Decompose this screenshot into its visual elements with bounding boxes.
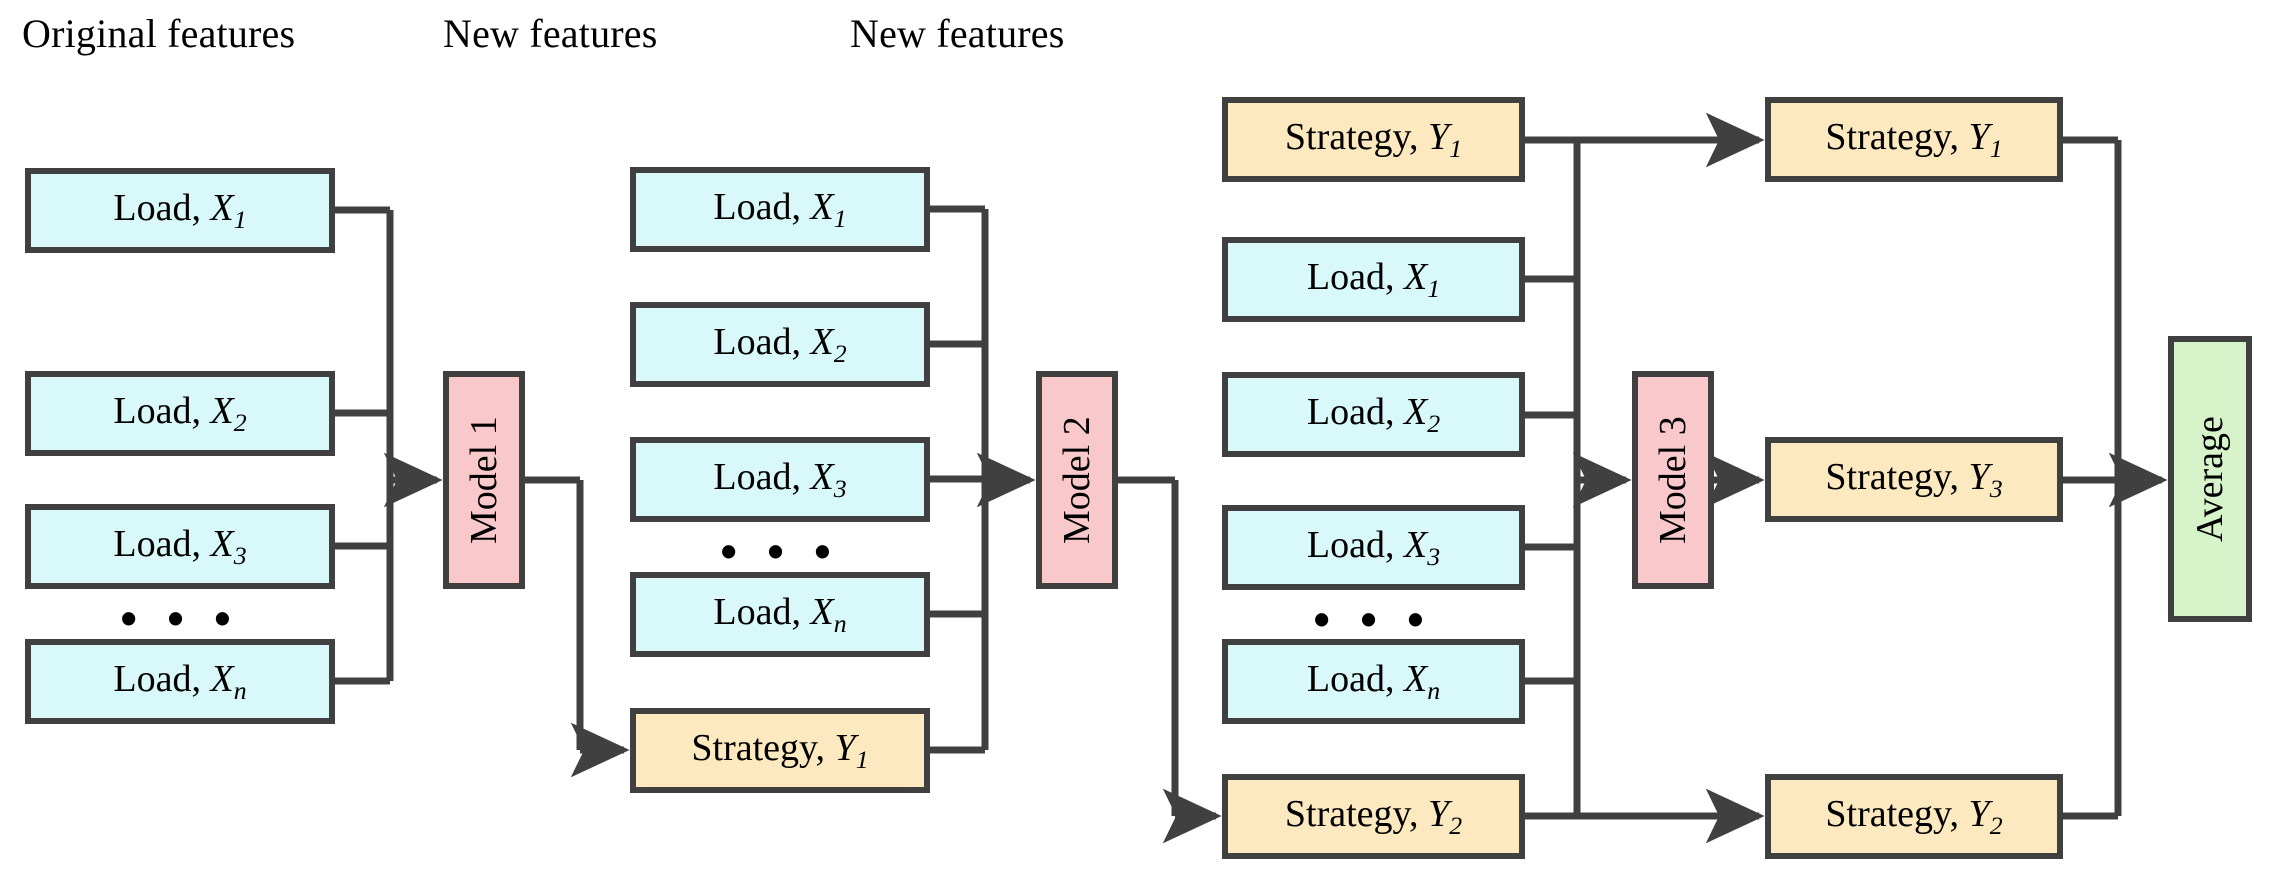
col3-strategy-y1-label: Strategy, xyxy=(1284,116,1429,159)
col3-load-xn-sub: n xyxy=(1427,675,1441,705)
col3-load-x2-box[interactable]: Load, X2 xyxy=(1222,372,1525,457)
output-strategy-y3-box[interactable]: Strategy, Y3 xyxy=(1765,437,2063,522)
col3-load-xn-var: X xyxy=(1403,658,1428,701)
output-strategy-y1-label: Strategy, xyxy=(1825,116,1969,159)
col3-load-xn-label: Load, xyxy=(1306,658,1404,701)
output-strategy-y3-sub: 3 xyxy=(1989,473,2003,503)
col3-load-x2-label: Load, xyxy=(1306,391,1404,434)
col3-load-x1-sub: 1 xyxy=(1427,273,1441,303)
col1-load-xn-sub: n xyxy=(233,675,247,705)
col3-load-x3-label: Load, xyxy=(1306,524,1404,567)
col1-load-x2-label: Load, xyxy=(113,390,211,433)
col2-load-xn-label: Load, xyxy=(713,591,811,634)
col2-strategy-y1-sub: 1 xyxy=(855,744,869,774)
col1-load-x3-label: Load, xyxy=(113,523,211,566)
col1-load-x1-sub: 1 xyxy=(233,204,247,234)
col1-ellipsis: • • • xyxy=(120,592,240,644)
output-strategy-y1-sub: 1 xyxy=(1989,133,2003,163)
col3-load-x3-sub: 3 xyxy=(1427,541,1441,571)
col2-load-x2-box[interactable]: Load, X2 xyxy=(630,302,930,387)
col1-load-x3-sub: 3 xyxy=(233,540,247,570)
model-1-label: Model 1 xyxy=(463,416,505,544)
col3-load-x2-var: X xyxy=(1403,391,1428,434)
col3-load-xn-box[interactable]: Load, Xn xyxy=(1222,639,1525,724)
col1-load-xn-box[interactable]: Load, Xn xyxy=(25,639,335,724)
average-label: Average xyxy=(2189,416,2231,542)
col1-load-xn-var: X xyxy=(210,658,234,701)
output-strategy-y1-var: Y xyxy=(1968,116,1990,159)
col3-strategy-y2-var: Y xyxy=(1428,793,1450,836)
col3-load-x1-var: X xyxy=(1403,256,1428,299)
col3-load-x2-sub: 2 xyxy=(1427,408,1441,438)
col1-load-x2-sub: 2 xyxy=(233,407,247,437)
col3-load-x3-var: X xyxy=(1403,524,1428,567)
output-strategy-y2-box[interactable]: Strategy, Y2 xyxy=(1765,774,2063,859)
col3-strategy-y1-sub: 1 xyxy=(1449,133,1463,163)
col2-strategy-y1-var: Y xyxy=(834,727,856,770)
col2-ellipsis: • • • xyxy=(720,525,840,577)
col2-strategy-y1-label: Strategy, xyxy=(691,727,835,770)
col2-load-xn-var: X xyxy=(810,591,834,634)
col3-strategy-y2-box[interactable]: Strategy, Y2 xyxy=(1222,774,1525,859)
model-3-box[interactable]: Model 3 xyxy=(1632,371,1714,589)
col1-load-x2-box[interactable]: Load, X2 xyxy=(25,371,335,456)
col3-load-x1-box[interactable]: Load, X1 xyxy=(1222,237,1525,322)
col1-load-x1-box[interactable]: Load, X1 xyxy=(25,168,335,253)
col2-load-x3-label: Load, xyxy=(713,456,811,499)
col1-load-x3-box[interactable]: Load, X3 xyxy=(25,504,335,589)
col1-load-x2-var: X xyxy=(210,390,234,433)
output-strategy-y3-label: Strategy, xyxy=(1825,456,1969,499)
output-strategy-y3-var: Y xyxy=(1968,456,1990,499)
col2-load-xn-sub: n xyxy=(833,608,847,638)
col3-strategy-y1-box[interactable]: Strategy, Y1 xyxy=(1222,97,1525,182)
col1-load-x3-var: X xyxy=(210,523,234,566)
col2-load-x1-sub: 1 xyxy=(833,203,847,233)
col1-load-xn-label: Load, xyxy=(113,658,211,701)
header-original-features: Original features xyxy=(22,11,296,56)
col1-load-x1-label: Load, xyxy=(113,187,211,230)
output-strategy-y2-label: Strategy, xyxy=(1825,793,1969,836)
col3-strategy-y2-label: Strategy, xyxy=(1284,793,1429,836)
col3-strategy-y2-sub: 2 xyxy=(1449,810,1463,840)
model-3-label: Model 3 xyxy=(1652,416,1694,544)
model-2-label: Model 2 xyxy=(1056,416,1098,544)
col3-load-x1-label: Load, xyxy=(1306,256,1404,299)
col2-strategy-y1-box[interactable]: Strategy, Y1 xyxy=(630,708,930,793)
col3-ellipsis: • • • xyxy=(1313,593,1433,645)
header-new-features-stage3: New features xyxy=(850,11,1065,56)
output-strategy-y1-box[interactable]: Strategy, Y1 xyxy=(1765,97,2063,182)
col2-load-x1-label: Load, xyxy=(713,186,811,229)
col2-load-x1-var: X xyxy=(810,186,834,229)
col2-load-x1-box[interactable]: Load, X1 xyxy=(630,167,930,252)
col2-load-xn-box[interactable]: Load, Xn xyxy=(630,572,930,657)
col1-load-x1-var: X xyxy=(210,187,234,230)
col3-load-x3-box[interactable]: Load, X3 xyxy=(1222,505,1525,590)
model-1-box[interactable]: Model 1 xyxy=(443,371,525,589)
output-strategy-y2-sub: 2 xyxy=(1989,810,2003,840)
col2-load-x2-sub: 2 xyxy=(833,338,847,368)
header-new-features-stage2: New features xyxy=(443,11,658,56)
model-2-box[interactable]: Model 2 xyxy=(1036,371,1118,589)
col2-load-x3-sub: 3 xyxy=(833,473,847,503)
col2-load-x3-var: X xyxy=(810,456,834,499)
col2-load-x2-var: X xyxy=(810,321,834,364)
col2-load-x2-label: Load, xyxy=(713,321,811,364)
col3-strategy-y1-var: Y xyxy=(1428,116,1450,159)
col2-load-x3-box[interactable]: Load, X3 xyxy=(630,437,930,522)
average-box[interactable]: Average xyxy=(2168,336,2252,622)
output-strategy-y2-var: Y xyxy=(1968,793,1990,836)
